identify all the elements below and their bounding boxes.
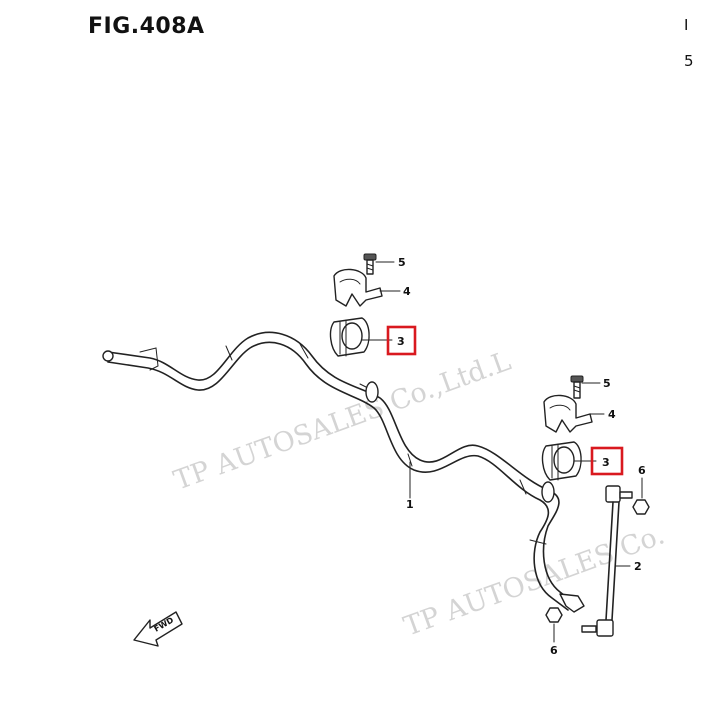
bolt-right <box>570 375 584 399</box>
callout-bolt-right: 5 <box>603 377 611 390</box>
bolt-left <box>363 253 377 275</box>
callout-link: 2 <box>634 560 642 573</box>
stabilizer-link <box>581 485 633 637</box>
figure-title: FIG.408A <box>88 14 205 39</box>
nut-lower <box>545 607 563 623</box>
highlight-box-left <box>386 325 417 356</box>
bush-right <box>541 441 582 481</box>
bracket-right <box>543 394 593 433</box>
callout-bracket-right: 4 <box>608 408 616 421</box>
bush-left <box>329 317 370 357</box>
callout-nut-lower: 6 <box>550 644 558 657</box>
callout-bush-right: 3 <box>602 456 610 469</box>
bracket-left <box>333 268 383 307</box>
front-arrow: FWD <box>133 611 183 647</box>
watermark-lower: TP AUTOSALES Co. <box>400 519 669 642</box>
callout-nut-upper: 6 <box>638 464 646 477</box>
callout-bush-left: 3 <box>397 335 405 348</box>
callout-bar: 1 <box>406 498 414 511</box>
callout-bracket-left: 4 <box>403 285 411 298</box>
edge-mark-top: I <box>684 16 689 34</box>
nut-upper <box>632 499 650 515</box>
edge-mark-bottom: 5 <box>684 52 694 70</box>
callout-bolt-left: 5 <box>398 256 406 269</box>
watermark-upper: TP AUTOSALES Co.,Ltd.L <box>170 346 515 497</box>
highlight-box-right <box>590 446 624 476</box>
stabilizer-bar <box>102 331 585 613</box>
